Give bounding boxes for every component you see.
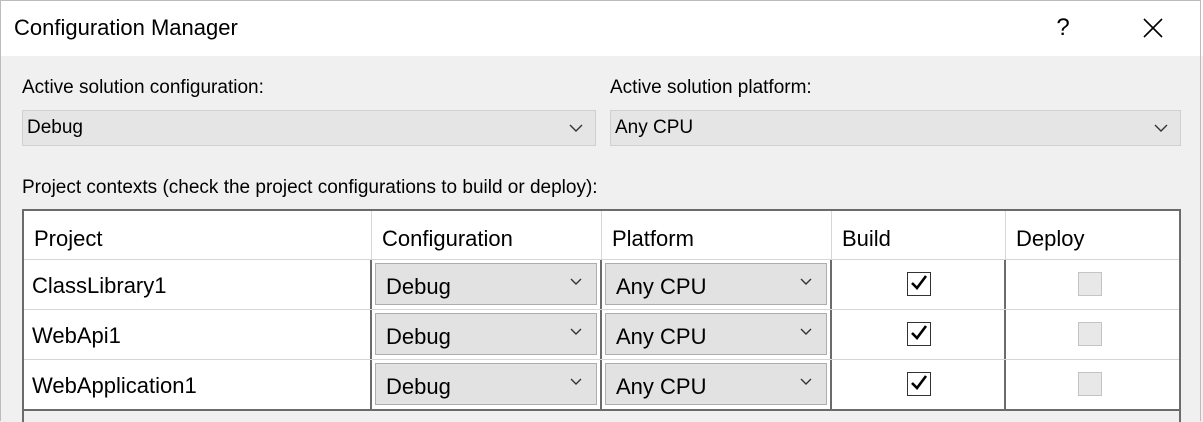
project-name: ClassLibrary1: [24, 260, 372, 309]
deploy-checkbox: [1078, 322, 1102, 346]
configuration-cell: Debug: [372, 360, 602, 409]
project-name: WebApi1: [24, 310, 372, 359]
help-button[interactable]: ?: [1056, 14, 1070, 41]
chevron-down-icon: [570, 378, 582, 385]
table-row: ClassLibrary1 Debug Any CPU: [24, 259, 1179, 309]
chevron-down-icon: [570, 328, 582, 335]
configuration-cell: Debug: [372, 260, 602, 309]
build-checkbox[interactable]: [907, 322, 931, 346]
build-cell: [832, 260, 1006, 309]
row-configuration-dropdown[interactable]: Debug: [375, 263, 597, 305]
row-platform-value: Any CPU: [616, 324, 707, 349]
deploy-cell: [1006, 310, 1179, 359]
row-configuration-dropdown[interactable]: Debug: [375, 313, 597, 355]
column-header-configuration[interactable]: Configuration: [372, 211, 602, 259]
checkmark-icon: [911, 275, 928, 290]
chevron-down-icon: [800, 278, 812, 285]
project-contexts-label: Project contexts (check the project conf…: [22, 177, 598, 198]
close-button[interactable]: [1130, 8, 1176, 48]
row-platform-dropdown[interactable]: Any CPU: [605, 363, 827, 405]
row-configuration-value: Debug: [386, 324, 451, 349]
active-config-label: Active solution configuration:: [22, 77, 264, 98]
title-bar: Configuration Manager ?: [0, 0, 1203, 56]
window-title: Configuration Manager: [14, 15, 238, 40]
chevron-down-icon: [800, 378, 812, 385]
active-platform-label: Active solution platform:: [610, 77, 812, 98]
build-cell: [832, 310, 1006, 359]
active-config-dropdown[interactable]: Debug: [22, 110, 596, 146]
row-configuration-dropdown[interactable]: Debug: [375, 363, 597, 405]
chevron-down-icon: [1154, 124, 1168, 132]
deploy-cell: [1006, 260, 1179, 309]
configuration-cell: Debug: [372, 310, 602, 359]
checkmark-icon: [911, 375, 928, 390]
active-config-value: Debug: [27, 117, 83, 138]
project-contexts-grid: Project Configuration Platform Build Dep…: [22, 209, 1181, 422]
platform-cell: Any CPU: [602, 260, 832, 309]
platform-cell: Any CPU: [602, 360, 832, 409]
build-checkbox[interactable]: [907, 372, 931, 396]
chevron-down-icon: [569, 124, 583, 132]
row-platform-value: Any CPU: [616, 274, 707, 299]
build-cell: [832, 360, 1006, 409]
chevron-down-icon: [570, 278, 582, 285]
platform-cell: Any CPU: [602, 310, 832, 359]
table-row: WebApi1 Debug Any CPU: [24, 309, 1179, 359]
column-header-platform[interactable]: Platform: [602, 211, 832, 259]
active-platform-dropdown[interactable]: Any CPU: [610, 110, 1181, 146]
project-name: WebApplication1: [24, 360, 372, 409]
row-configuration-value: Debug: [386, 274, 451, 299]
active-platform-value: Any CPU: [615, 117, 694, 138]
table-row: WebApplication1 Debug Any CPU: [24, 359, 1179, 411]
close-icon: [1143, 18, 1163, 38]
row-platform-dropdown[interactable]: Any CPU: [605, 313, 827, 355]
build-checkbox[interactable]: [907, 272, 931, 296]
row-platform-value: Any CPU: [616, 374, 707, 399]
deploy-checkbox: [1078, 372, 1102, 396]
deploy-cell: [1006, 360, 1179, 409]
column-header-build[interactable]: Build: [832, 211, 1006, 259]
chevron-down-icon: [800, 328, 812, 335]
column-header-project[interactable]: Project: [24, 211, 372, 259]
row-configuration-value: Debug: [386, 374, 451, 399]
row-platform-dropdown[interactable]: Any CPU: [605, 263, 827, 305]
deploy-checkbox: [1078, 272, 1102, 296]
checkmark-icon: [911, 325, 928, 340]
column-header-deploy[interactable]: Deploy: [1006, 211, 1179, 259]
